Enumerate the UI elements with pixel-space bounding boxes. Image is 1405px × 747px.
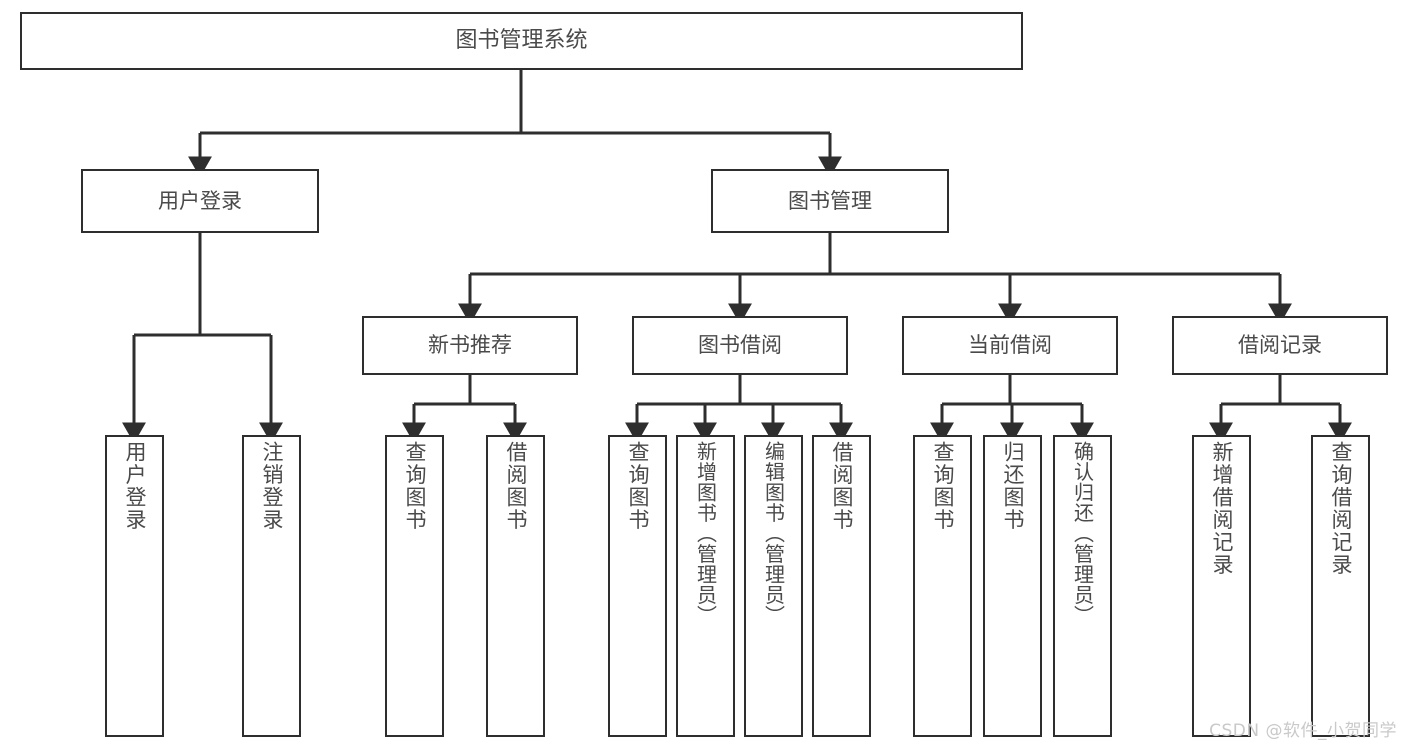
node-book-borrow[interactable]: 图书借阅 — [632, 316, 848, 375]
node-leaf-edit-book-admin[interactable]: 编辑图书（管理员） — [744, 435, 803, 737]
node-user-login[interactable]: 用户登录 — [81, 169, 319, 233]
node-label: 图书借阅 — [698, 333, 782, 358]
node-leaf-query-borrow-record[interactable]: 查询借阅记录 — [1311, 435, 1370, 737]
node-label: 借阅图书 — [830, 441, 854, 531]
node-label: 查询图书 — [931, 441, 955, 531]
node-label: 查询图书 — [626, 441, 650, 531]
node-leaf-user-login[interactable]: 用户登录 — [105, 435, 164, 737]
node-label: 查询借阅记录 — [1329, 441, 1353, 576]
node-label: 新增借阅记录 — [1210, 441, 1234, 576]
watermark-text: CSDN @软件_小贺同学 — [1209, 721, 1397, 741]
node-leaf-confirm-return-admin[interactable]: 确认归还（管理员） — [1053, 435, 1112, 737]
node-label: 编辑图书（管理员） — [761, 441, 786, 626]
node-label: 新书推荐 — [428, 333, 512, 358]
node-current-borrow[interactable]: 当前借阅 — [902, 316, 1118, 375]
node-label: 注销登录 — [260, 441, 284, 531]
node-leaf-query-book-recommend[interactable]: 查询图书 — [385, 435, 444, 737]
node-leaf-query-book-borrow[interactable]: 查询图书 — [608, 435, 667, 737]
node-leaf-borrow-book[interactable]: 借阅图书 — [812, 435, 871, 737]
node-label: 归还图书 — [1001, 441, 1025, 531]
node-label: 借阅记录 — [1238, 333, 1322, 358]
node-leaf-return-book[interactable]: 归还图书 — [983, 435, 1042, 737]
node-leaf-add-borrow-record[interactable]: 新增借阅记录 — [1192, 435, 1251, 737]
node-leaf-query-book-current[interactable]: 查询图书 — [913, 435, 972, 737]
node-book-management[interactable]: 图书管理 — [711, 169, 949, 233]
node-label: 确认归还（管理员） — [1070, 441, 1095, 626]
node-borrow-record[interactable]: 借阅记录 — [1172, 316, 1388, 375]
node-label: 当前借阅 — [968, 333, 1052, 358]
node-leaf-add-book-admin[interactable]: 新增图书（管理员） — [676, 435, 735, 737]
node-new-book-recommend[interactable]: 新书推荐 — [362, 316, 578, 375]
node-label: 借阅图书 — [504, 441, 528, 531]
node-label: 用户登录 — [123, 441, 147, 531]
node-label: 新增图书（管理员） — [693, 441, 718, 626]
node-label: 图书管理 — [788, 188, 872, 213]
node-label: 图书管理系统 — [455, 28, 588, 54]
node-root-system[interactable]: 图书管理系统 — [20, 12, 1023, 70]
node-leaf-logout[interactable]: 注销登录 — [242, 435, 301, 737]
node-label: 用户登录 — [158, 188, 242, 213]
node-leaf-borrow-book-recommend[interactable]: 借阅图书 — [486, 435, 545, 737]
node-label: 查询图书 — [403, 441, 427, 531]
